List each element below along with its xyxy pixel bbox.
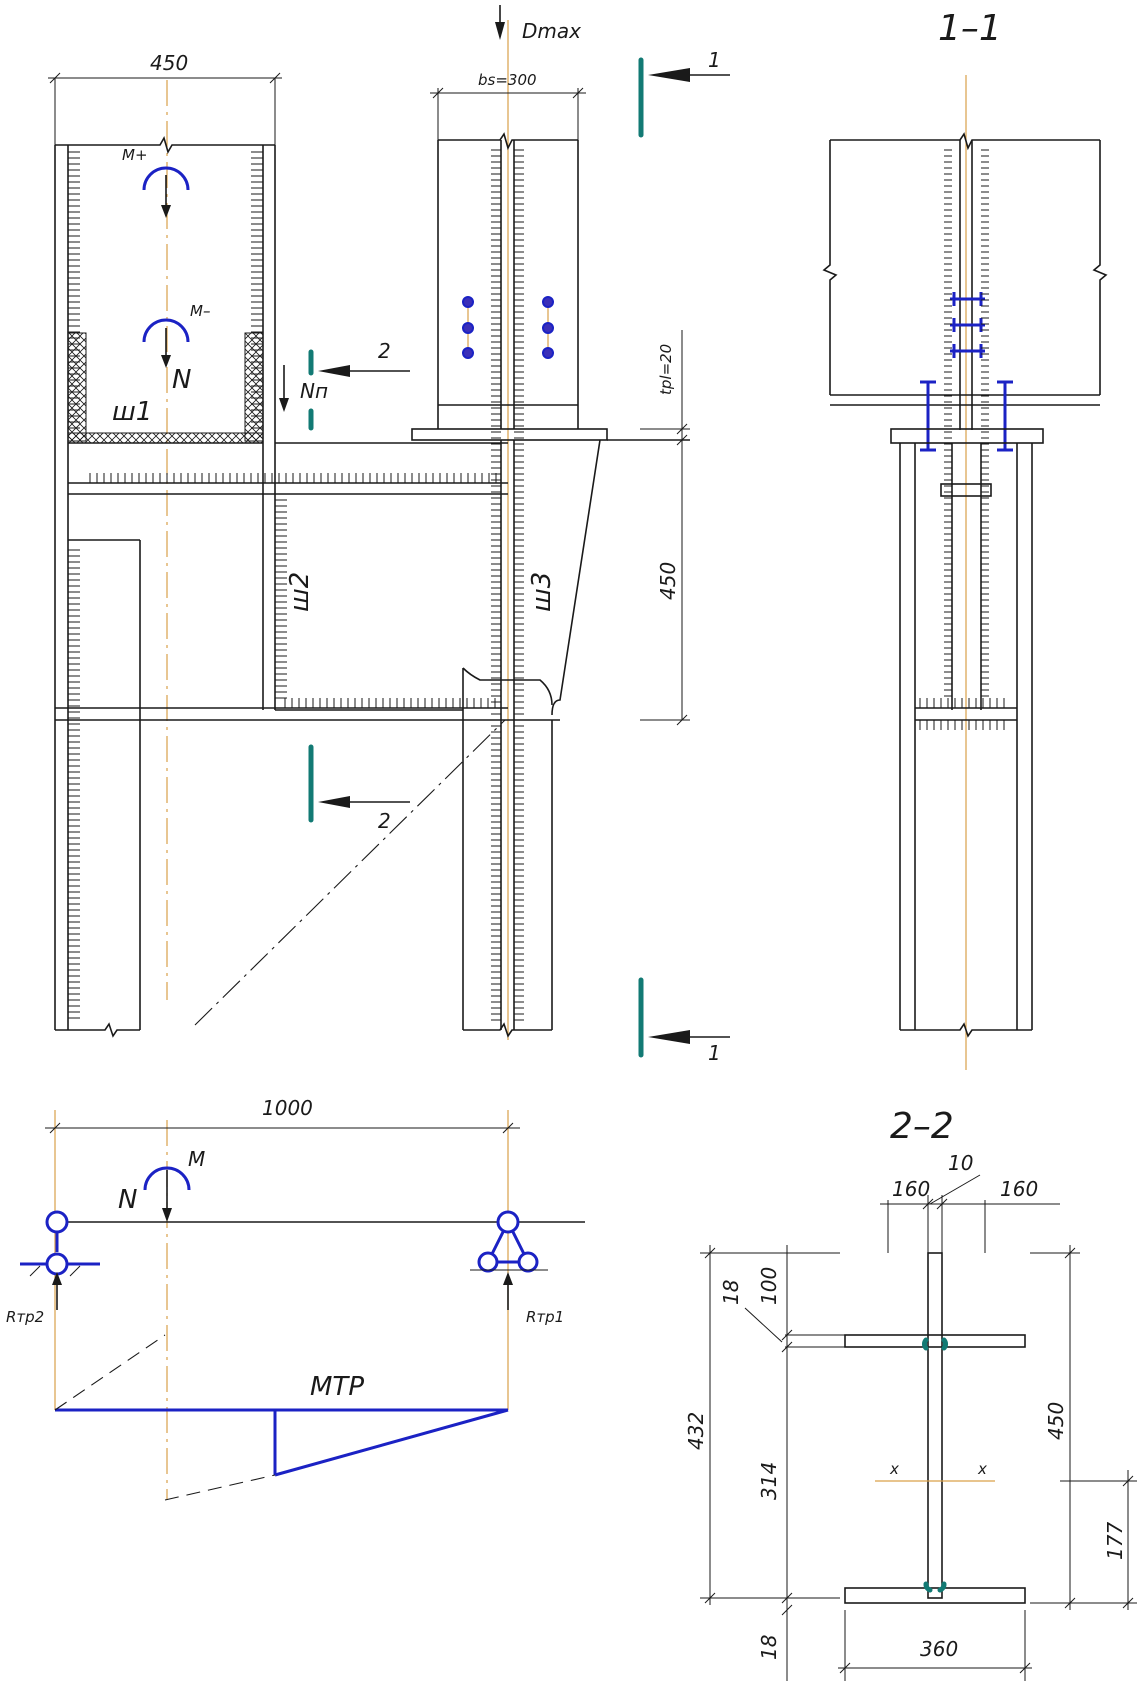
bolt-group: [462, 296, 554, 359]
dmax-label: Dmax: [522, 19, 581, 43]
bolt-icon: [542, 322, 554, 334]
upper-moments: M+ M– N ш1: [112, 146, 210, 427]
cut-1-marks: 1 1: [638, 48, 730, 1065]
bolt-icon: [920, 292, 1013, 452]
lower-column-left: [55, 539, 141, 1038]
cut2-bottom-label: 2: [378, 809, 391, 833]
weld-ticks-traverse-bottom: [284, 698, 496, 708]
weld-ticks-traverse-top: [89, 473, 497, 483]
cut1-top-label: 1: [708, 48, 721, 72]
cut-2-marks: 2 2: [308, 339, 410, 833]
s22-bottom-width: 360: [920, 1637, 958, 1661]
rtp2-label: Rтр2: [6, 1308, 44, 1326]
moment-arc-icon: [142, 318, 190, 343]
moment-arc-icon: [143, 1166, 191, 1191]
weld-ticks-left-lower: [68, 549, 80, 1019]
n-upper-label: N: [172, 365, 191, 395]
s22-top-flange: 18: [719, 1280, 743, 1305]
dim-span-text: 1000: [262, 1096, 313, 1120]
section-1-1-title: 1–1: [938, 8, 1002, 49]
bs-label: bs=300: [478, 71, 537, 89]
lower-column-right: [462, 439, 601, 1038]
weld-ticks-crane-left: [491, 149, 501, 1021]
n-lower-label: N: [118, 1185, 137, 1215]
section-2-2: 2–2 x x 160 10 160 432: [684, 1106, 1137, 1681]
m-lower-label: M: [188, 1147, 205, 1171]
s22-flange-left: 160: [892, 1177, 930, 1201]
s22-web: 10: [948, 1151, 973, 1175]
m-minus-label: M–: [190, 302, 210, 320]
bolt-icon: [462, 322, 474, 334]
diagonal-centerline: [194, 719, 506, 1026]
s22-full-height: 450: [1044, 1402, 1068, 1440]
np-label: Nп: [300, 379, 328, 403]
hinge-support-icon: [20, 1210, 100, 1310]
upper-column: [54, 135, 276, 1030]
np-load: Nп: [279, 365, 328, 412]
s22-bottom-flange: 18: [757, 1635, 781, 1660]
dim-traverse-text: 450: [656, 562, 680, 600]
crane-column: [437, 132, 579, 429]
bolt-icon: [542, 347, 554, 359]
weld3-label: ш3: [527, 572, 557, 612]
dmax-load: Dmax bs=300: [430, 5, 586, 140]
triangle-support-icon: [470, 1210, 548, 1310]
weld-ticks-right-mid: [275, 499, 287, 699]
weld-ticks-s11-left: [944, 149, 952, 697]
dim-column-width-text: 450: [150, 51, 188, 75]
bolt-icon: [462, 347, 474, 359]
x-right-label: x: [977, 1460, 987, 1478]
bolt-icon: [542, 296, 554, 308]
s22-flange-right: 160: [1000, 1177, 1038, 1201]
s22-top-offset: 100: [757, 1267, 781, 1305]
weld-ticks-left-upper: [68, 151, 80, 429]
s22-centroid: 177: [1103, 1522, 1127, 1560]
moment-arc-icon: [142, 166, 190, 191]
x-left-label: x: [889, 1460, 899, 1478]
weld-ticks-right-upper: [251, 151, 263, 429]
dim-traverse: tpl=20 450: [640, 330, 690, 726]
weld-ticks-s11-mid: [919, 698, 1005, 708]
mtp-label: MТР: [310, 1372, 364, 1402]
tpl-label: tpl=20: [657, 344, 675, 395]
section-2-2-title: 2–2: [890, 1106, 954, 1147]
bolt-icon: [462, 296, 474, 308]
weld-ticks-s11-right: [981, 149, 989, 697]
m-plus-label: M+: [122, 146, 148, 164]
static-scheme: 1000 M N Rтр2 R: [6, 1096, 585, 1501]
rtp1-label: Rтр1: [526, 1308, 564, 1326]
weld-ticks-s11-low: [919, 720, 1005, 730]
weld2-label: ш2: [285, 572, 315, 612]
dim-column-width: 450: [48, 51, 282, 145]
weld-ticks-crane-right: [514, 149, 524, 1021]
section-1-1: 1–1: [822, 8, 1108, 1070]
s22-web-height: 314: [757, 1462, 781, 1500]
weld1-label: ш1: [112, 397, 152, 427]
s22-height-total: 432: [684, 1412, 708, 1450]
cut2-top-label: 2: [378, 339, 391, 363]
cut1-bottom-label: 1: [708, 1041, 721, 1065]
main-elevation: 450: [48, 5, 730, 1065]
